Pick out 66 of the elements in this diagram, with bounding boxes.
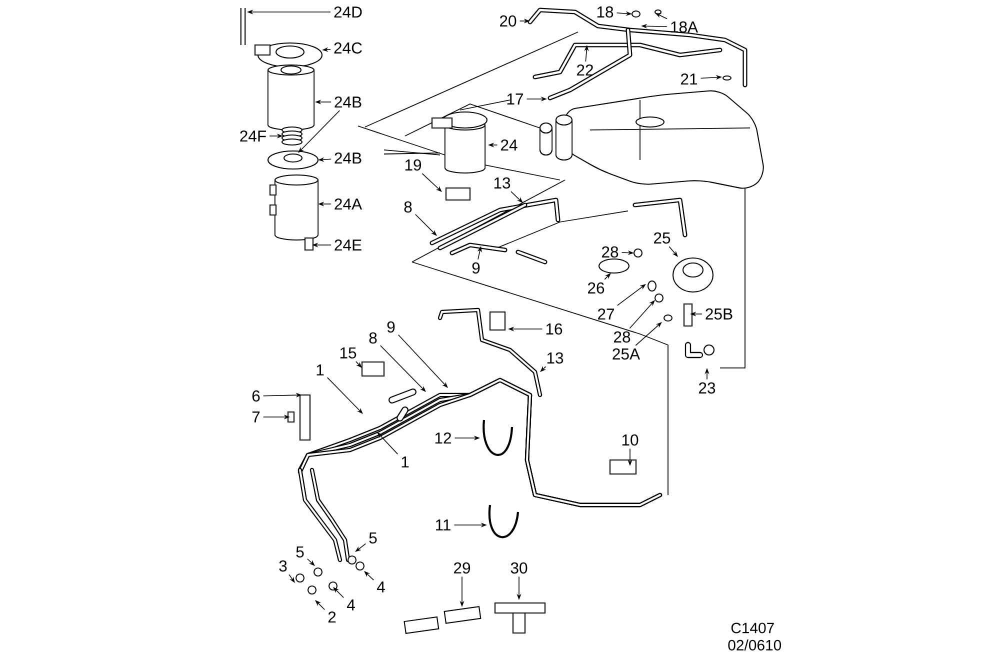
callout-number: 8 xyxy=(369,332,377,344)
callout-number: 1 xyxy=(402,456,409,468)
callout-number: 24A xyxy=(334,198,362,210)
callout-number: 1 xyxy=(316,364,324,376)
callout-number: 27 xyxy=(598,308,614,320)
callout-number: 25B xyxy=(706,308,732,320)
leader-line xyxy=(364,571,374,580)
callout-number: 4 xyxy=(346,600,355,610)
callout-number: 23 xyxy=(699,382,716,394)
leader-line xyxy=(540,366,546,372)
callout-number: 22 xyxy=(577,64,593,76)
callout-number: 2 xyxy=(328,611,336,623)
callout-number: 9 xyxy=(472,262,480,274)
callout-number: 28 xyxy=(602,246,618,258)
callout-number: 5 xyxy=(296,546,304,558)
callout-number: 24C xyxy=(334,42,362,54)
callout-number: 24B xyxy=(334,96,362,108)
drawing-number: 02/0610 xyxy=(728,640,782,650)
callout-number: 15 xyxy=(340,347,356,359)
leader-line xyxy=(422,173,442,192)
leader-line xyxy=(510,191,523,203)
leader-line xyxy=(604,273,611,280)
leader-line xyxy=(327,377,363,414)
callout-number: 7 xyxy=(252,412,260,422)
callout-number: 29 xyxy=(454,562,470,574)
callout-number: 28 xyxy=(614,331,630,343)
callout-number: 18A xyxy=(671,21,698,33)
drawing-number: C1407 xyxy=(731,622,774,634)
leader-line xyxy=(307,558,315,566)
callout-number: 6 xyxy=(252,390,260,402)
leader-line xyxy=(668,246,678,257)
leader-line xyxy=(377,432,398,454)
callout-number: 11 xyxy=(436,520,450,530)
leader-line xyxy=(380,345,426,392)
leader-line xyxy=(635,322,662,346)
callout-number: 17 xyxy=(507,94,523,104)
callout-number: 5 xyxy=(369,532,377,544)
callout-number: 3 xyxy=(279,560,287,572)
callout-number: 18 xyxy=(597,6,614,18)
callout-number: 21 xyxy=(681,73,698,85)
callout-number: 24B xyxy=(334,152,362,164)
callout-number: 26 xyxy=(588,282,604,294)
callout-number: 24E xyxy=(334,239,362,251)
callout-number: 25 xyxy=(654,232,670,244)
callout-number: 10 xyxy=(622,434,638,446)
callout-number: 24D xyxy=(334,6,362,18)
leader-line xyxy=(298,110,340,153)
callout-number: 20 xyxy=(500,15,516,27)
callout-number: 8 xyxy=(404,201,412,213)
callout-number: 16 xyxy=(546,323,562,335)
callout-number: 4 xyxy=(376,582,385,592)
callout-number: 9 xyxy=(387,321,395,333)
leader-line xyxy=(398,334,448,388)
callout-number: 24F xyxy=(240,130,266,142)
leader-line xyxy=(415,214,437,236)
leader-line xyxy=(356,361,362,368)
callout-number: 13 xyxy=(494,177,510,189)
callout-number: 25A xyxy=(612,348,640,360)
leader-line xyxy=(629,300,655,329)
callout-number: 12 xyxy=(435,432,451,444)
callout-number: 13 xyxy=(547,352,564,364)
callout-number: 19 xyxy=(405,159,422,171)
leader-line xyxy=(315,600,326,610)
callout-number: 30 xyxy=(510,562,528,574)
callout-number: 24 xyxy=(501,139,518,151)
leader-line xyxy=(333,587,344,598)
